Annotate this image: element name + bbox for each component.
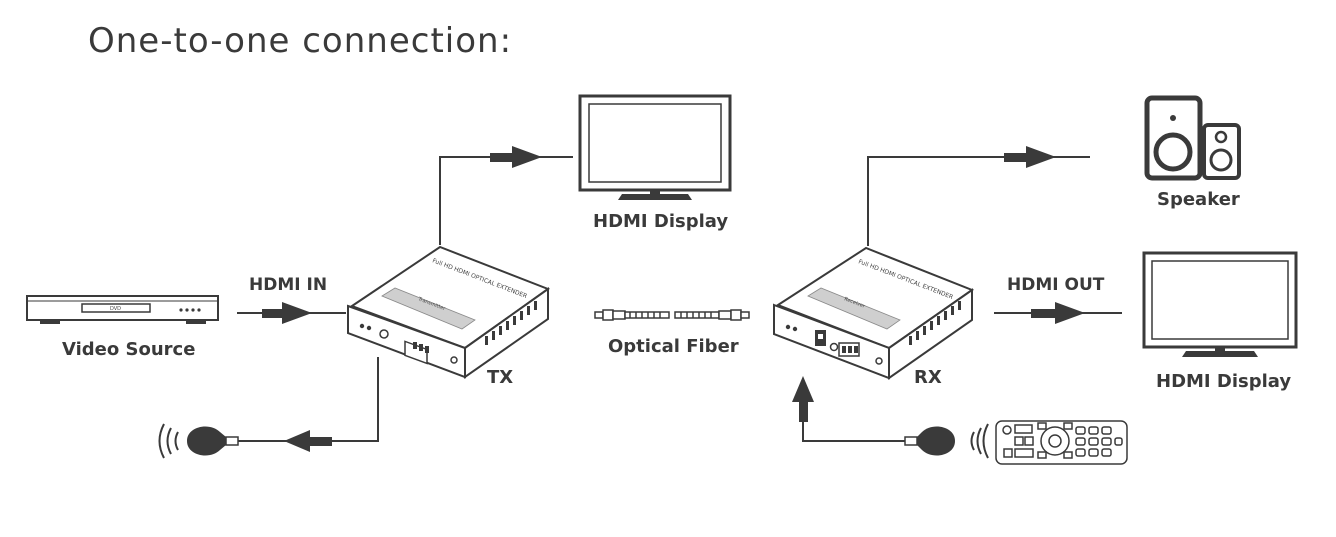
transmitter-device: Full HD HDMI OPTICAL EXTENDER Transmitte… <box>347 245 551 379</box>
hdmi-display-rx-label: HDMI Display <box>1156 371 1291 392</box>
hdmi-in-label: HDMI IN <box>249 275 327 295</box>
video-source-label: Video Source <box>62 339 195 360</box>
ir-signal-icon-left <box>158 423 179 459</box>
ir-extender-icon <box>187 426 239 456</box>
rx-speaker-arrow <box>1004 146 1056 168</box>
ir-receiver-arrow <box>792 376 814 422</box>
dvd-label: DVD <box>110 306 121 312</box>
tx-display-arrow <box>490 146 542 168</box>
remote-control-icon <box>995 420 1128 465</box>
dvd-player-icon: DVD <box>26 295 219 324</box>
hdmi-out-arrow <box>1031 302 1085 324</box>
ir-receiver-icon <box>904 426 955 456</box>
hdmi-display-tx-label: HDMI Display <box>593 211 728 232</box>
receiver-device: Full HD HDMI OPTICAL EXTENDER Receiver <box>773 246 975 380</box>
ir-extender-arrow <box>284 430 332 452</box>
tx-label: TX <box>487 367 513 388</box>
optical-fiber-icon <box>594 309 750 321</box>
hdmi-display-icon <box>578 94 732 200</box>
page-title: One-to-one connection: <box>88 21 512 61</box>
rx-label: RX <box>914 367 942 388</box>
hdmi-in-arrow <box>262 302 312 324</box>
hdmi-display-rx-icon <box>1142 251 1298 357</box>
hdmi-out-label: HDMI OUT <box>1007 275 1105 295</box>
optical-fiber-label: Optical Fiber <box>608 336 739 357</box>
ir-signal-icon-right <box>970 423 989 459</box>
speaker-label: Speaker <box>1157 189 1240 210</box>
speaker-icon <box>1144 95 1241 181</box>
arrows <box>262 146 1085 452</box>
